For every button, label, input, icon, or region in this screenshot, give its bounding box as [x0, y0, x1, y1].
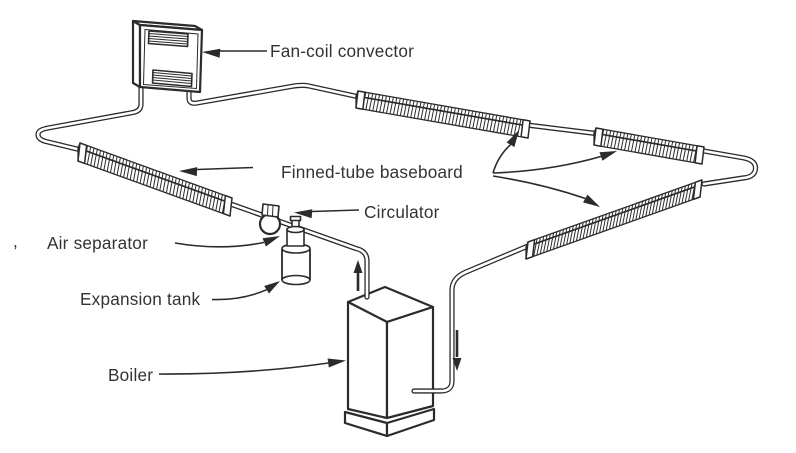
label-finned-tube-baseboard: Finned-tube baseboard: [281, 162, 463, 182]
label-air-separator: Air separator: [47, 233, 148, 253]
arrowhead-finned-tube-icon: [179, 167, 198, 177]
arrowhead-baseboard-b-icon: [599, 151, 617, 161]
leader-baseboard-a: [492, 144, 512, 174]
baseboard-top-1: [355, 90, 531, 139]
boiler-right-face: [385, 305, 435, 420]
arrowhead-fan-coil-icon: [202, 48, 221, 58]
leader-expansion-tank: [211, 288, 267, 301]
leader-baseboard-c: [492, 175, 586, 200]
boiler-plinth: [343, 407, 436, 438]
air-separator: [286, 215, 305, 247]
flow-arrows: [353, 260, 462, 371]
arrowhead-baseboard-c-icon: [583, 194, 600, 207]
leader-air-separator: [174, 241, 265, 248]
leader-finned-tube: [196, 166, 254, 171]
arrowhead-boiler-icon: [327, 358, 346, 368]
labels: Fan-coil convector Finned-tube baseboard…: [13, 41, 463, 385]
piping: [35, 82, 759, 394]
label-circulator: Circulator: [364, 202, 440, 222]
flow-down-arrowhead-icon: [452, 358, 462, 371]
leader-boiler: [158, 362, 329, 375]
arrowhead-circulator-icon: [294, 209, 313, 219]
stray-mark: ,: [13, 231, 18, 251]
fan-coil-convector: [131, 19, 204, 94]
leader-circulator: [311, 209, 360, 213]
label-boiler: Boiler: [108, 365, 153, 385]
callout-leaders: [158, 48, 617, 375]
louver-top-icon: [147, 30, 189, 48]
arrowhead-expansion-tank-icon: [264, 281, 280, 294]
arrowhead-air-separator-icon: [262, 236, 280, 247]
louver-bottom-icon: [151, 69, 193, 88]
expansion-tank: [281, 243, 311, 286]
label-fan-coil-convector: Fan-coil convector: [270, 41, 414, 61]
arrowhead-baseboard-a-icon: [506, 130, 519, 147]
flow-up-arrowhead-icon: [353, 260, 363, 273]
leader-baseboard-b: [492, 155, 602, 174]
baseboard-right: [525, 179, 703, 260]
boiler: [343, 285, 436, 438]
baseboard-left: [77, 142, 233, 217]
pipe-left-riser: [35, 82, 144, 153]
baseboard-top-2: [593, 127, 705, 165]
circulator-pump: [258, 203, 282, 236]
boiler-left-face: [346, 300, 389, 420]
label-expansion-tank: Expansion tank: [80, 289, 201, 309]
